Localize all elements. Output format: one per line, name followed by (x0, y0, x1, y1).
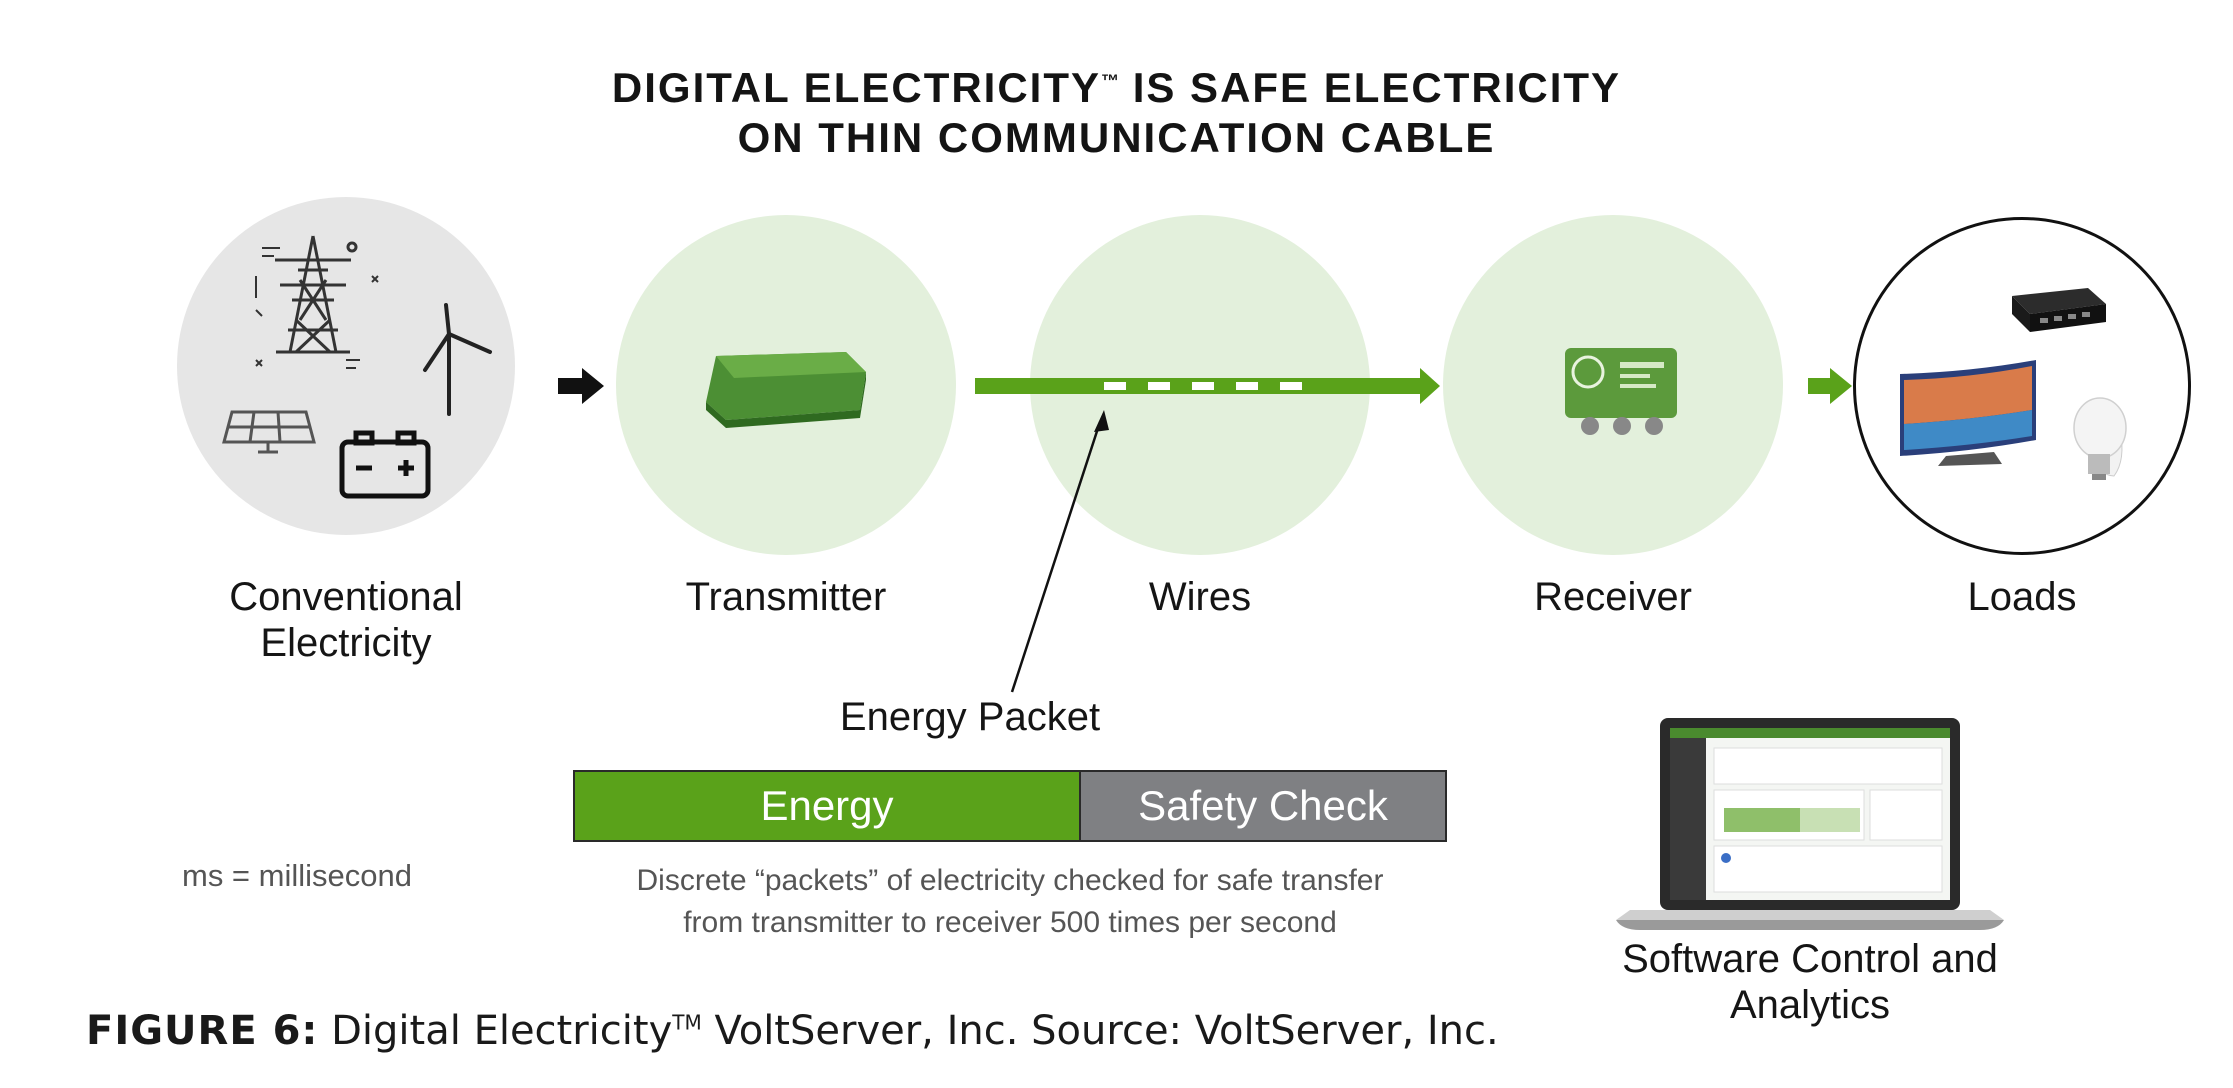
millisecond-note: ms = millisecond (182, 858, 412, 893)
figure-caption: FIGURE 6: Digital ElectricityTM VoltServ… (86, 1008, 1499, 1054)
solar-panel-icon (222, 410, 316, 454)
battery-icon (339, 430, 431, 499)
receiver-device-icon (1565, 348, 1677, 435)
laptop-icon (1616, 718, 2004, 930)
input-arrow-icon (558, 368, 604, 404)
energy-packet-label: Energy Packet (839, 695, 1101, 739)
network-switch-icon (2012, 288, 2106, 332)
packet-description: Discrete “packets” of electricity checke… (636, 864, 1384, 939)
title-line-2: ON THIN COMMUNICATION CABLE (737, 114, 1496, 161)
diagram-title: DIGITAL ELECTRICITY™ IS SAFE ELECTRICITY… (0, 56, 2233, 163)
conventional-electricity-circle (177, 197, 515, 535)
transmitter-device-icon (706, 352, 866, 428)
wire-arrow-icon (975, 368, 1440, 404)
safety-check-segment: Safety Check (1079, 772, 1445, 840)
stage-label-wires: Wires (1148, 575, 1252, 619)
stage-label-receiver: Receiver (1534, 575, 1692, 619)
power-tower-icon (255, 235, 379, 369)
stage-label-transmitter: Transmitter (685, 575, 887, 619)
output-arrow-icon (1808, 368, 1852, 404)
wind-turbine-icon (423, 303, 492, 416)
energy-packet-pointer (1010, 410, 1109, 693)
energy-segment: Energy (575, 772, 1079, 840)
software-label: Software Control and Analytics (1622, 937, 1998, 1027)
stage-label-conventional: Conventional Electricity (229, 575, 463, 665)
energy-packet-bar: Energy Safety Check (573, 770, 1447, 842)
light-bulb-icon (2073, 397, 2127, 480)
tv-icon (1900, 360, 2036, 466)
stage-label-loads: Loads (1967, 575, 2077, 619)
title-line-1: DIGITAL ELECTRICITY™ IS SAFE ELECTRICITY (611, 64, 1622, 111)
